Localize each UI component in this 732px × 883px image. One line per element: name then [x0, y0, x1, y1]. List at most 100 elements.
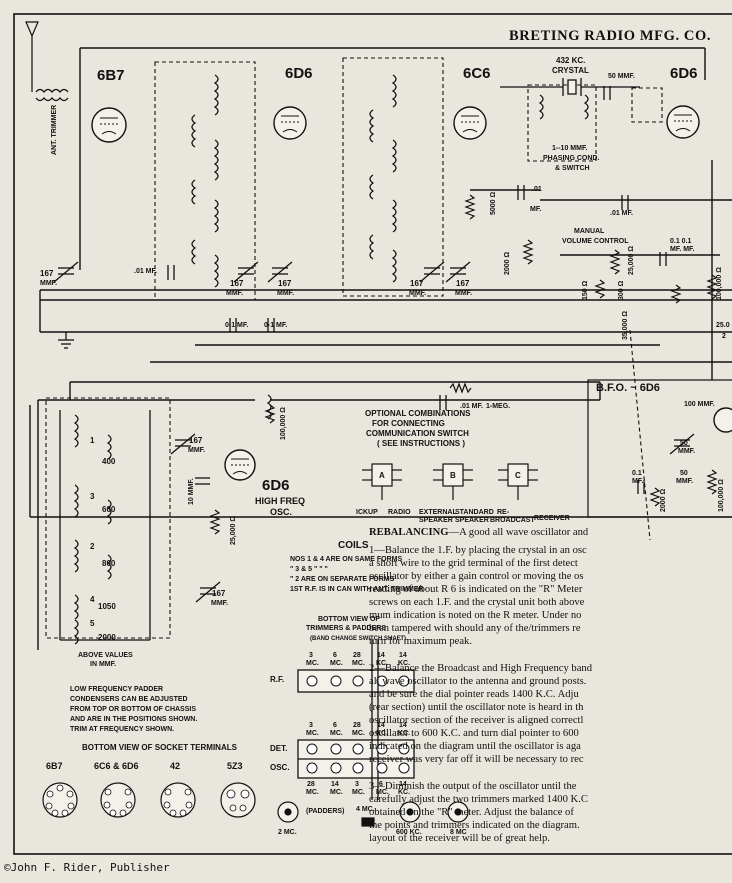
det-val-2: 6: [333, 722, 337, 729]
phasing-label-3: & SWITCH: [555, 165, 590, 172]
switch-caption-standard: STANDARD: [455, 509, 494, 516]
coils-title: COILS: [338, 540, 369, 551]
det-val-3: 28: [353, 722, 361, 729]
osc-val-2: 14: [331, 781, 339, 788]
bfo-cap-100mmf: 100 MMF.: [684, 401, 715, 408]
cap-01mf-label: .01 MF.: [134, 268, 157, 275]
coils-line-1: NOS 1 & 4 ARE ON SAME FORMS: [290, 556, 403, 563]
trimmer-screws: [306, 675, 410, 774]
bfo-res-2000: 2000 Ω: [660, 488, 667, 512]
cap-167-label-4: 167: [410, 279, 424, 288]
osc-val-3: 3: [355, 781, 359, 788]
coils-line-4: 1ST R.F. IS IN CAN WITH ANT. TRIMMER: [290, 586, 424, 593]
rebalancing-line: carefully adjust the two trimmers marked…: [369, 794, 588, 805]
osc-desc-1: HIGH FREQ: [255, 496, 306, 506]
optional-line-1: OPTIONAL COMBINATIONS: [365, 409, 471, 418]
tube-6b7-label: 6B7: [97, 67, 125, 84]
cap-pair-label: 0.1 0.1: [670, 238, 692, 245]
det-unit-5: KC.: [398, 730, 411, 737]
rebalancing-intro: —A good all wave oscillator and: [448, 527, 589, 538]
socket-views: [42, 782, 256, 818]
cut-25-label: 25.0: [716, 322, 730, 329]
shield-cans: [45, 57, 663, 639]
osc-unit-1: MC.: [306, 789, 319, 796]
padder-600kc: 600 KC.: [396, 829, 422, 836]
rebalancing-line: all wave oscillator to the antenna and g…: [369, 676, 587, 687]
padder-2mc: 2 MC.: [278, 829, 297, 836]
rebalancing-line: a short wire to the grid terminal of the…: [369, 558, 578, 569]
coils-line-2: " 3 & 5 " " ": [290, 566, 328, 573]
cap-01-unit: MF.: [530, 206, 542, 213]
res-300-label: 300 Ω: [618, 280, 625, 300]
rebalancing-line: reading of about R 6 is indicated on the…: [369, 584, 583, 595]
switch-caption-radio: RADIO: [388, 509, 411, 516]
trim-val-800: 800: [102, 559, 116, 568]
page-border: [13, 13, 732, 855]
rf-unit-2: MC.: [330, 660, 343, 667]
socket-42: 42: [170, 761, 181, 771]
rebalancing-line: and be sure the dial pointer reads 1400 …: [369, 689, 579, 700]
rebalancing-line: screws on each 1.F. and the crystal unit…: [369, 597, 585, 608]
lf-padder-3: FROM TOP OR BOTTOM OF CHASSIS: [70, 706, 197, 713]
crystal-freq-label: 432 KC.: [556, 56, 586, 65]
res-35000-label: 35,000 Ω: [622, 311, 629, 340]
cap-167-unit-2: MMF.: [226, 290, 244, 297]
res-25000-label: 25,000 Ω: [628, 246, 635, 275]
det-unit-4: KC.: [376, 730, 389, 737]
phasing-label-1: 1--10 MMF.: [552, 145, 588, 152]
antenna-symbol: [25, 21, 39, 92]
bfo-label: B.F.O. ~ 6D6: [596, 382, 660, 394]
cap-10mmf-label: 10 MMF.: [188, 478, 195, 505]
rebalancing-line: 3—Diminish the output of the oscillator …: [369, 781, 577, 792]
rebalancing-line: oscillator to 600 K.C. and turn dial poi…: [369, 728, 579, 739]
det-unit-3: MC.: [352, 730, 365, 737]
ant-trimmer-label: ANT. TRIMMER: [51, 104, 58, 155]
cap-167-label-2: 167: [230, 279, 244, 288]
rf-val-2: 6: [333, 652, 337, 659]
det-unit-2: MC.: [330, 730, 343, 737]
osc-tube-label: 6D6: [262, 477, 290, 494]
osc-coil-1: 1: [90, 436, 95, 445]
rebalancing-line: 1—Balance the 1.F. by placing the crysta…: [369, 545, 587, 556]
lf-padder-1: LOW FREQUENCY PADDER: [70, 686, 164, 693]
rebalancing-heading: REBALANCING: [369, 527, 449, 538]
bfo-cap-50: 50: [680, 440, 688, 447]
switch-b-label: B: [450, 471, 456, 480]
tube-6d6-2-label: 6D6: [670, 65, 698, 82]
rebalancing-line: oscillator section of the receiver is al…: [369, 715, 584, 726]
socket-title: BOTTOM VIEW OF SOCKET TERMINALS: [82, 743, 237, 752]
rf-unit-4: KC.: [376, 660, 389, 667]
cap-167-unit-5: MMF.: [455, 290, 473, 297]
osc-coil-4: 4: [90, 595, 95, 604]
tube-6c6-label: 6C6: [463, 65, 491, 82]
cut-2-label: 2: [722, 333, 726, 340]
lf-padder-2: CONDENSERS CAN BE ADJUSTED: [70, 696, 188, 703]
manual-label-1: MANUAL: [574, 228, 605, 235]
osc-coils: [59, 410, 151, 645]
osc-cap-167-unit: MMF.: [188, 447, 206, 454]
rf-val-1: 3: [309, 652, 313, 659]
switch-a-label: A: [379, 471, 385, 480]
rebalancing-line: turn for maximum peak.: [369, 636, 472, 647]
osc-coil-3: 3: [90, 492, 95, 501]
cap-167-label-3: 167: [278, 279, 292, 288]
switch-symbols: [362, 463, 538, 500]
cap-pair-unit: MF. MF.: [670, 246, 695, 253]
trimmers-title-1: BOTTOM VIEW OF: [318, 616, 380, 623]
rebalancing-heading-line: REBALANCING—A good all wave oscillator a…: [369, 526, 588, 539]
lf-padder-4: AND ARE IN THE POSITIONS SHOWN.: [70, 716, 198, 723]
trimmer-row-det: DET.: [270, 744, 288, 753]
cap-167-unit-3: MMF.: [277, 290, 295, 297]
osc-val-1: 28: [307, 781, 315, 788]
tube-electrodes: [100, 114, 692, 475]
cap-167-unit-1: MMF.: [40, 280, 58, 287]
optional-line-3: COMMUNICATION SWITCH: [366, 429, 469, 438]
crystal-unit: [500, 78, 640, 96]
rebalancing-line: 2—Balance the Broadcast and High Frequen…: [369, 663, 592, 674]
res-1meg-label: 1-MEG.: [486, 403, 511, 410]
switch-caption-speaker2: SPEAKER: [455, 517, 489, 524]
padder-8mc: 8 MC: [450, 829, 467, 836]
cap-01mf-label-3: .01 MF.: [460, 403, 483, 410]
coils-line-3: " 2 ARE ON SEPARATE FORMS: [290, 576, 395, 583]
